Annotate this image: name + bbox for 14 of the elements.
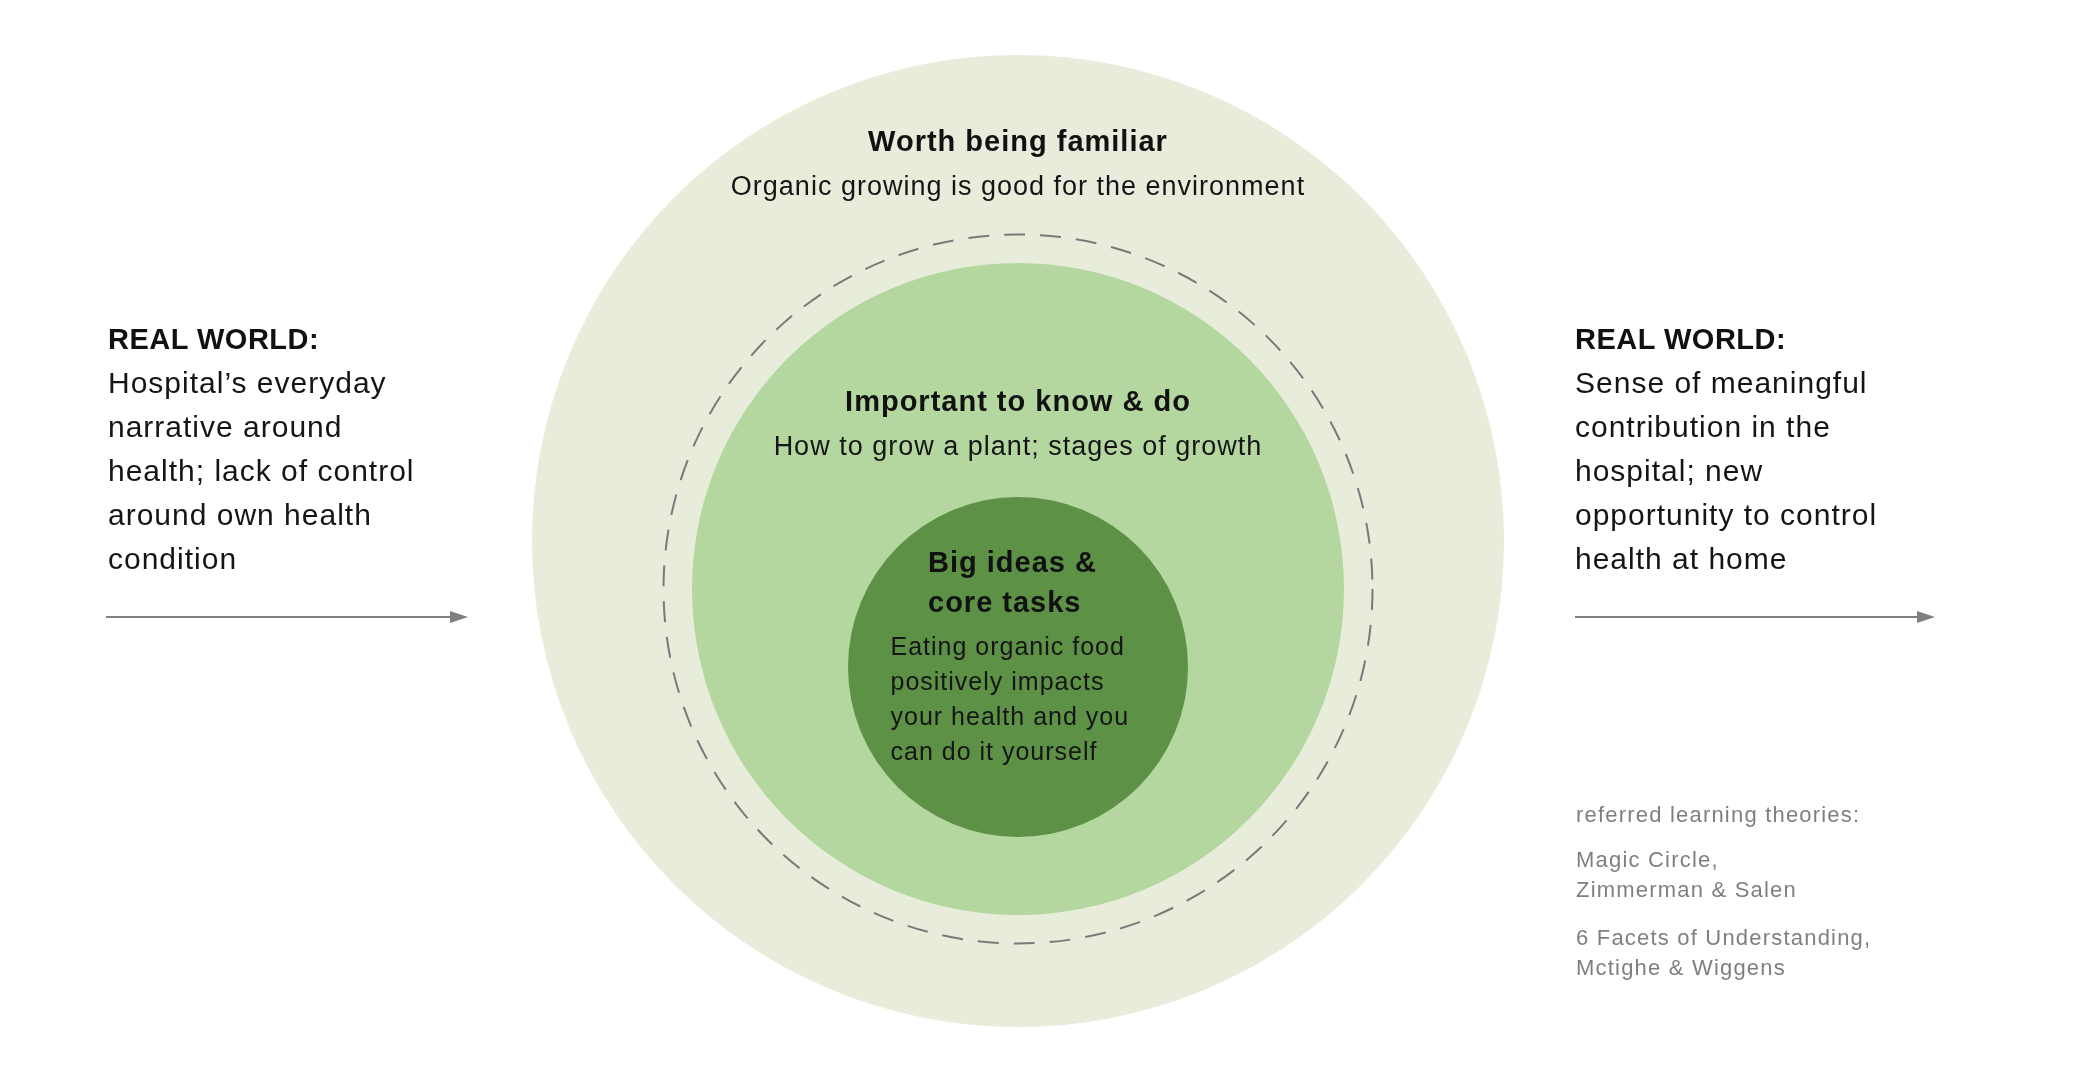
section-description: Hospital’s everyday narrative around health; lack of control around own health condition <box>108 365 416 577</box>
reference-text: Magic Circle, Zimmerman & Salen <box>1576 846 1798 904</box>
circle-description: Eating organic food positively impacts your health and you can do it yourself <box>890 631 1131 767</box>
circle-heading: Big ideas & core tasks <box>928 545 1098 620</box>
circle-heading: Important to know & do <box>845 384 1191 419</box>
circle-heading: Worth being familiar <box>868 124 1168 159</box>
circle-description: How to grow a plant; stages of growth <box>773 430 1263 463</box>
circle-description: Organic growing is good for the environment <box>730 170 1306 203</box>
section-description: Sense of meaningful contribution in the hospital; new opportunity to control health at home <box>1575 365 1879 577</box>
section-heading: REAL WORLD: <box>1575 322 1788 357</box>
dashed-boundary-circle <box>662 233 1374 945</box>
section-heading: REAL WORLD: <box>108 322 321 357</box>
reference-text: 6 Facets of Understanding, Mctighe & Wiggens <box>1576 924 1873 982</box>
notes-heading: referred learning theories: <box>1576 801 1862 829</box>
